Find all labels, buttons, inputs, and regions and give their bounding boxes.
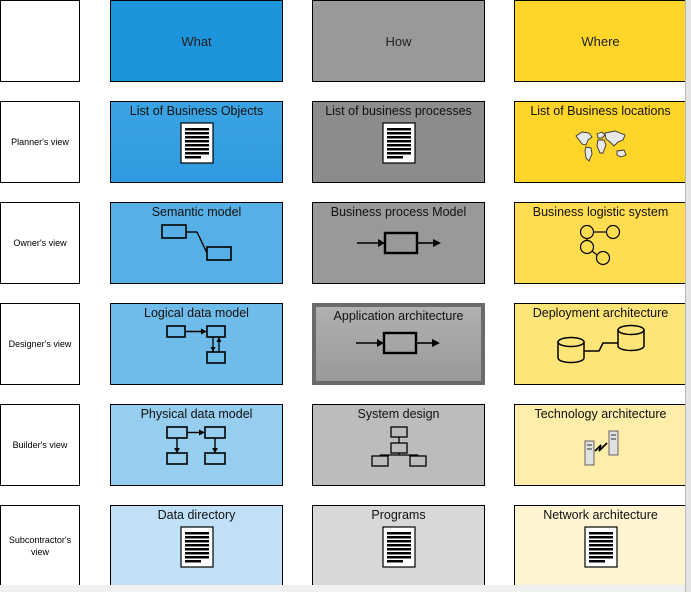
server-icon [584,430,619,466]
logical-data-model-icon [166,325,226,364]
physical-data-model-icon [166,426,226,465]
process-flow-icon [357,231,441,255]
document-icon [382,526,416,568]
world-map-icon [575,130,627,162]
cell-title: List of business processes [325,104,472,118]
row-label-planner: Planner's view [0,101,80,183]
cell-title: Semantic model [151,205,242,219]
cell-data-directory[interactable]: Data directory [110,505,283,587]
cell-title: Programs [371,508,426,522]
cell-title: Deployment architecture [532,306,669,320]
column-header-label: Where [581,33,620,49]
hierarchy-icon [371,426,427,467]
process-flow-icon [356,331,440,355]
vertical-scrollbar[interactable] [685,0,691,592]
column-header-where[interactable]: Where [514,0,687,82]
document-icon [584,526,618,568]
cell-title: Network architecture [543,508,658,522]
cell-technology-architecture[interactable]: Technology architecture [514,404,687,486]
cell-title: Logical data model [144,306,249,320]
cell-logical-data-model[interactable]: Logical data model [110,303,283,385]
cell-list-of-business-processes[interactable]: List of business processes [312,101,485,183]
document-icon [180,122,214,164]
cell-title: Physical data model [140,407,253,421]
cell-business-process-model[interactable]: Business process Model [312,202,485,284]
cell-physical-data-model[interactable]: Physical data model [110,404,283,486]
database-link-icon [557,324,645,364]
cell-title: List of Business locations [530,104,671,118]
row-label-owner: Owner's view [0,202,80,284]
cell-title: System design [357,407,440,421]
column-header-label: What [181,33,212,49]
node-network-icon [579,224,621,266]
cell-system-design[interactable]: System design [312,404,485,486]
column-header-label: How [385,33,412,49]
semantic-model-icon [161,224,232,261]
column-header-how[interactable]: How [312,0,485,82]
cell-list-of-business-locations[interactable]: List of Business locations [514,101,687,183]
cell-title: List of Business Objects [129,104,264,118]
document-icon [382,122,416,164]
cell-title: Application architecture [333,309,464,323]
cell-application-architecture[interactable]: Application architecture [312,303,485,385]
corner-cell [0,0,80,82]
window-bottom-edge [0,585,691,592]
cell-title: Business logistic system [532,205,669,219]
cell-programs[interactable]: Programs [312,505,485,587]
row-label-builder: Builder's view [0,404,80,486]
column-header-what[interactable]: What [110,0,283,82]
cell-title: Data directory [157,508,236,522]
row-label-subcontractor: Subcontractor's view [0,505,80,587]
cell-deployment-architecture[interactable]: Deployment architecture [514,303,687,385]
cell-business-logistic-system[interactable]: Business logistic system [514,202,687,284]
row-label-designer: Designer's view [0,303,80,385]
cell-list-of-business-objects[interactable]: List of Business Objects [110,101,283,183]
cell-title: Technology architecture [534,407,667,421]
document-icon [180,526,214,568]
cell-semantic-model[interactable]: Semantic model [110,202,283,284]
cell-title: Business process Model [330,205,467,219]
cell-network-architecture[interactable]: Network architecture [514,505,687,587]
